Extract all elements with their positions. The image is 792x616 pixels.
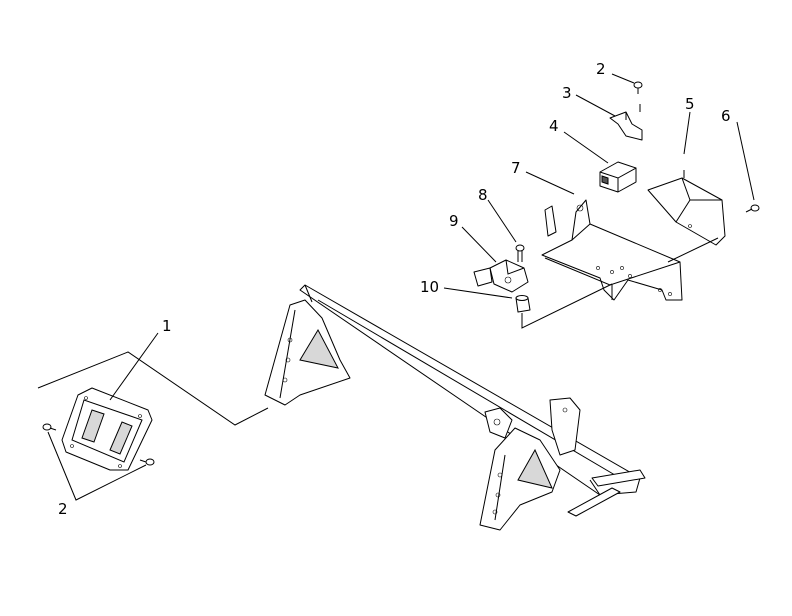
part-1-cover-plate [61,387,153,471]
callout-2-top: 2 [596,60,606,78]
callout-6: 6 [721,107,731,125]
part-2-screw-right [139,458,155,466]
part-6-screw [745,204,760,213]
callout-5: 5 [685,95,695,113]
callout-10: 10 [420,278,439,296]
callout-9: 9 [449,212,459,230]
frame-assembly [264,284,646,531]
part-2-screw-left [42,423,57,431]
part-9-valve [473,259,529,293]
part-4-relay [599,161,637,193]
part-10-collar [515,295,531,313]
callout-8: 8 [478,186,488,204]
callout-3: 3 [562,84,572,102]
part-7-mounting-bracket [541,199,683,301]
part-5-cover [647,177,726,246]
callout-4: 4 [549,117,559,135]
part-2-screw-top [633,81,643,94]
callout-7: 7 [511,159,521,177]
callout-1: 1 [162,317,172,335]
callout-2-bottom: 2 [58,500,68,518]
leader-lines [37,73,755,501]
part-8-bolt [515,244,525,262]
part-3-clamp-bracket [609,111,643,141]
